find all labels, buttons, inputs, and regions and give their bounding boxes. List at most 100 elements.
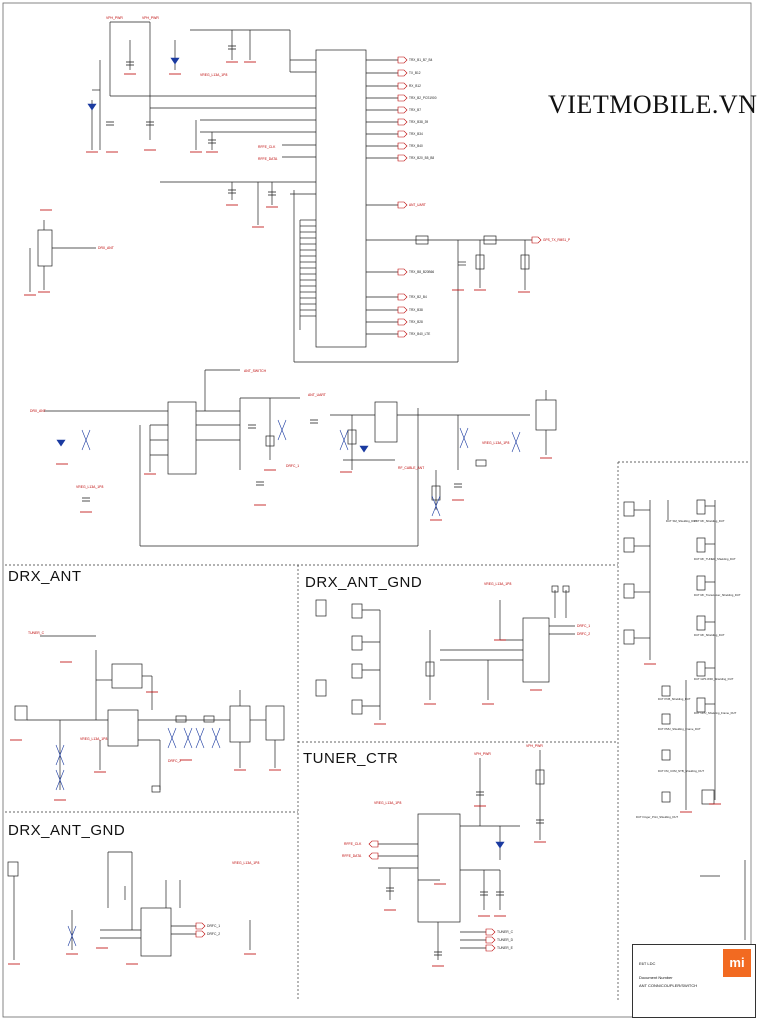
middle-net-labels: DRX_ANT ANT_SWITCH ANT_UART RF_CABLE_ANT… (30, 369, 509, 489)
svg-text:TRX_B1_B7_B4: TRX_B1_B7_B4 (409, 58, 433, 62)
drx-ant-gnd-bottom-flags (195, 922, 206, 938)
top-grounds (24, 61, 530, 296)
svg-text:DRX_ANT: DRX_ANT (30, 409, 46, 413)
tuner-ctr-diodes (495, 841, 505, 849)
middle-diodes (56, 439, 369, 453)
svg-text:DRFC_2: DRFC_2 (207, 932, 220, 936)
svg-text:VREG_L13A_1P8: VREG_L13A_1P8 (80, 737, 107, 741)
drx-ant-gnd-bottom-grounds (8, 947, 256, 965)
svg-text:TRX_B38: TRX_B38 (409, 308, 423, 312)
svg-text:VPH_PWR: VPH_PWR (474, 752, 491, 756)
svg-text:DUT GPS WIFI_Shielding_DUT: DUT GPS WIFI_Shielding_DUT (694, 677, 734, 681)
svg-text:RX_B12: RX_B12 (409, 84, 421, 88)
svg-text:VPH_PWR: VPH_PWR (142, 16, 159, 20)
middle-caps (82, 419, 462, 502)
svg-text:TRX_B40: TRX_B40 (409, 144, 423, 148)
svg-text:DRX_ANT: DRX_ANT (98, 246, 114, 250)
svg-text:TX_B12: TX_B12 (409, 71, 421, 75)
watermark: VIETMOBILE.VN (548, 90, 758, 119)
drx-ant-region (14, 635, 285, 793)
section-drx-ant-gnd-top: DRX_ANT_GND (305, 574, 423, 591)
title-block: mi E6T LDC Document Number ANT CONN/COUP… (632, 944, 756, 1018)
svg-text:DUT Finger_Print_Shielding_DUT: DUT Finger_Print_Shielding_DUT (636, 815, 678, 819)
svg-text:VPH_PWR: VPH_PWR (106, 16, 123, 20)
svg-text:DUT RF_TUNER_Shielding_DUT: DUT RF_TUNER_Shielding_DUT (694, 557, 736, 561)
svg-text:RFFE_CLK: RFFE_CLK (258, 145, 276, 149)
top-caps (106, 45, 276, 196)
section-drx-ant-gnd-bottom: DRX_ANT_GND (8, 822, 126, 839)
top-power (91, 21, 291, 225)
svg-text:VREG_L13A_1P8: VREG_L13A_1P8 (484, 582, 511, 586)
svg-text:DUT SM_Shielding_DUT: DUT SM_Shielding_DUT (666, 519, 697, 523)
svg-text:TUNER_D: TUNER_D (497, 938, 514, 942)
tuner-ctr-flags (368, 840, 496, 952)
svg-text:TRX_B20_B5_B8: TRX_B20_B5_B8 (409, 156, 434, 160)
svg-text:TUNER_C: TUNER_C (28, 631, 45, 635)
svg-text:VPH_PWR: VPH_PWR (526, 744, 543, 748)
drx-ant-gnd-bottom-crosses (67, 925, 77, 947)
svg-text:DUT PCB_Shielding_DUT: DUT PCB_Shielding_DUT (658, 697, 691, 701)
svg-text:TRX_B2_B4: TRX_B2_B4 (409, 295, 427, 299)
port-flags (397, 56, 542, 338)
middle-row (44, 369, 557, 547)
svg-text:ANT_UART: ANT_UART (409, 203, 426, 207)
svg-text:DUT RF_Transceiver_Shielding_D: DUT RF_Transceiver_Shielding_DUT (694, 593, 741, 597)
svg-text:TRX_B7: TRX_B7 (409, 108, 421, 112)
section-tuner-ctr: TUNER_CTR (303, 750, 399, 767)
title-block-line1: E6T LDC (639, 961, 656, 966)
svg-text:ANT_UART: ANT_UART (308, 393, 326, 397)
gps-branch (415, 235, 530, 290)
connector-top-left (29, 220, 96, 292)
svg-text:DUT FM_COM_NTB_Shielding_DUT: DUT FM_COM_NTB_Shielding_DUT (658, 769, 704, 773)
svg-text:TUNER_C: TUNER_C (497, 930, 514, 934)
tuner-ctr-labels: VPH_PWR VPH_PWR VREG_L13A_1P8 RFFE_CLK R… (342, 744, 543, 950)
middle-grounds (56, 457, 552, 521)
drx-ant-gnd-top-labels: VREG_L13A_1P8 DRFC_1 DRFC_2 (484, 582, 590, 636)
drx-ant-gnd-top-grounds (374, 639, 542, 725)
svg-text:DRFC_2: DRFC_2 (168, 759, 181, 763)
svg-text:RFFE_CLK: RFFE_CLK (344, 842, 362, 846)
svg-text:DUT CPU_Shielding_Frame_DUT: DUT CPU_Shielding_Frame_DUT (694, 711, 737, 715)
top-diodes (87, 57, 180, 111)
drx-ant-gnd-bottom-labels: DRFC_1 DRFC_2 VREG_L13A_1P8 (207, 861, 259, 936)
svg-text:VREG_L13A_1P8: VREG_L13A_1P8 (200, 73, 227, 77)
svg-text:DRFC_1: DRFC_1 (207, 924, 220, 928)
svg-text:TRX_B28: TRX_B28 (409, 320, 423, 324)
drx-ant-crosses (55, 727, 221, 791)
drx-ant-gnd-bottom-region (7, 851, 251, 960)
drx-ant-grounds (10, 661, 281, 801)
drx-ant-labels: TUNER_C VREG_L13A_1P8 DRFC_2 (28, 631, 181, 763)
title-block-line3: Document Number (639, 975, 673, 980)
svg-text:VREG_L13A_1P8: VREG_L13A_1P8 (232, 861, 259, 865)
svg-text:TUNER_E: TUNER_E (497, 946, 514, 950)
svg-text:VREG_L13A_1P8: VREG_L13A_1P8 (374, 801, 401, 805)
svg-text:TRX_B40_LTE: TRX_B40_LTE (409, 332, 430, 336)
svg-text:DRFC_1: DRFC_1 (286, 464, 299, 468)
mi-logo: mi (723, 949, 751, 977)
svg-text:GPS_TX_RMS1_P: GPS_TX_RMS1_P (543, 238, 570, 242)
tuner-ctr-grounds (384, 805, 546, 967)
port-labels: TRX_B1_B7_B4 TX_B12 RX_B12 TRX_B2_PCS190… (409, 58, 570, 336)
svg-text:TRX_B8_B20B66: TRX_B8_B20B66 (409, 270, 434, 274)
svg-text:VREG_L13A_1P8: VREG_L13A_1P8 (482, 441, 509, 445)
svg-text:DRFC_2: DRFC_2 (577, 632, 590, 636)
svg-text:TRX_B38_39: TRX_B38_39 (409, 120, 428, 124)
top-net-labels: VPH_PWR VPH_PWR VREG_L13A_1P8 RFFE_CLK R… (106, 16, 278, 161)
svg-text:TRX_B2_PCS1900: TRX_B2_PCS1900 (409, 96, 437, 100)
shielding-labels: DUT SM_Shielding_DUT DUT RF_Shielding_DU… (636, 519, 741, 819)
svg-text:DUT RF_Shielding_DUT: DUT RF_Shielding_DUT (694, 633, 725, 637)
shielding-column (623, 499, 746, 940)
main-switch-ic (110, 49, 532, 363)
tuner-ctr-caps (386, 791, 544, 956)
title-block-line2: ANT CONN/COUPLER/SWITCH (639, 983, 698, 988)
connector-top-left-label: DRX_ANT (98, 246, 114, 250)
svg-text:ANT_SWITCH: ANT_SWITCH (244, 369, 267, 373)
svg-text:DRFC_1: DRFC_1 (577, 624, 590, 628)
tuner-ctr-region (378, 750, 545, 960)
svg-text:RF_CABLE_ANT: RF_CABLE_ANT (398, 466, 424, 470)
svg-text:VREG_L13A_1P8: VREG_L13A_1P8 (76, 485, 103, 489)
svg-text:RFFE_DATA: RFFE_DATA (258, 157, 278, 161)
region-borders (5, 461, 748, 1000)
drx-ant-gnd-top-region (315, 585, 575, 720)
